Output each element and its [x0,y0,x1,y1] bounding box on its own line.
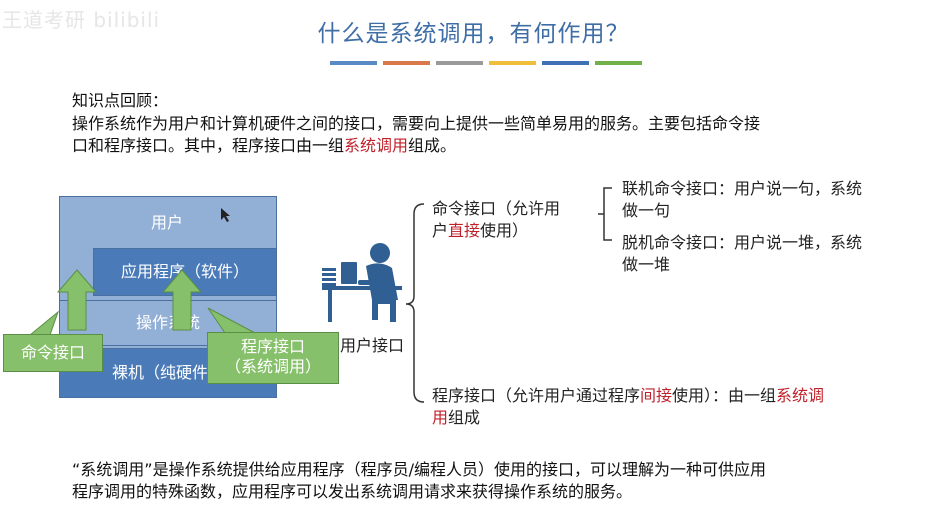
tree-highlight-indirect: 间接 [640,386,673,405]
user-interface-label: 用户接口 [340,336,405,355]
intro-text-a: 口和程序接口。其中，程序接口由一组 [72,136,345,155]
tree-highlight-syscall: 系统调 [776,386,825,405]
tree-text: 使用）：由一组 [672,386,777,405]
watermark: 王道考研 bilibili [2,8,161,32]
callout-program-line-2: （系统调用） [224,357,321,376]
layer-user-label: 用户 [150,213,183,232]
footer-line-1: “系统调用”是操作系统提供给应用程序（程序员/编程人员）使用的接口，可以理解为一… [72,460,766,479]
callout-command-interface: 命令接口 [3,334,103,372]
intro-heading: 知识点回顾： [72,91,169,110]
footer-line-2: 程序调用的特殊函数，应用程序可以发出系统调用请求来获得操作系统的服务。 [72,482,633,501]
tree-command-line-1: 命令接口（允许用 [432,199,561,218]
tree-command-line-2: 户直接使用） [432,220,528,242]
tree-program-line-2: 用组成 [432,407,480,429]
title-color-bar [436,61,483,65]
arrow-up-icon [56,269,98,331]
tree-offline-line-2: 做一堆 [622,255,671,274]
title-color-bars [330,61,642,65]
title-color-bar [330,61,377,65]
callout-tail [28,310,60,336]
callout-program-interface: 程序接口 （系统调用） [207,332,339,384]
brace-main [405,203,425,403]
intro-line-1: 操作系统作为用户和计算机硬件之间的接口，需要向上提供一些简单易用的服务。主要包括… [72,114,761,133]
tree-offline-line-1: 脱机命令接口：用户说一堆，系统 [622,233,863,252]
slide-title: 什么是系统调用，有何作用？ [317,21,630,47]
tree-highlight-syscall-end: 用 [432,408,449,427]
callout-program-line-1: 程序接口 [240,337,305,356]
tree-program-line-1: 程序接口（允许用户通过程序间接使用）：由一组系统调 [432,385,824,407]
bracket-command [598,187,612,241]
title-color-bar [489,61,536,65]
tree-online-line-1: 联机命令接口：用户说一句，系统 [622,179,863,198]
arrow-up-icon [161,269,203,331]
title-color-bar [595,61,642,65]
person-at-computer-icon [322,243,402,322]
tree-online-line-2: 做一句 [622,201,671,220]
cursor-icon [221,208,230,222]
tree-text: 户 [432,221,449,240]
intro-text-b: 组成。 [408,136,457,155]
tree-text: 组成 [448,408,481,427]
title-color-bar [383,61,430,65]
intro-highlight-syscall: 系统调用 [344,136,409,155]
intro-line-2: 口和程序接口。其中，程序接口由一组系统调用组成。 [72,135,456,157]
tree-text: 程序接口（允许用户通过程序 [432,386,641,405]
callout-tail [207,307,256,334]
tree-highlight-direct: 直接 [448,221,481,240]
tree-text: 使用） [480,221,529,240]
title-color-bar [542,61,589,65]
